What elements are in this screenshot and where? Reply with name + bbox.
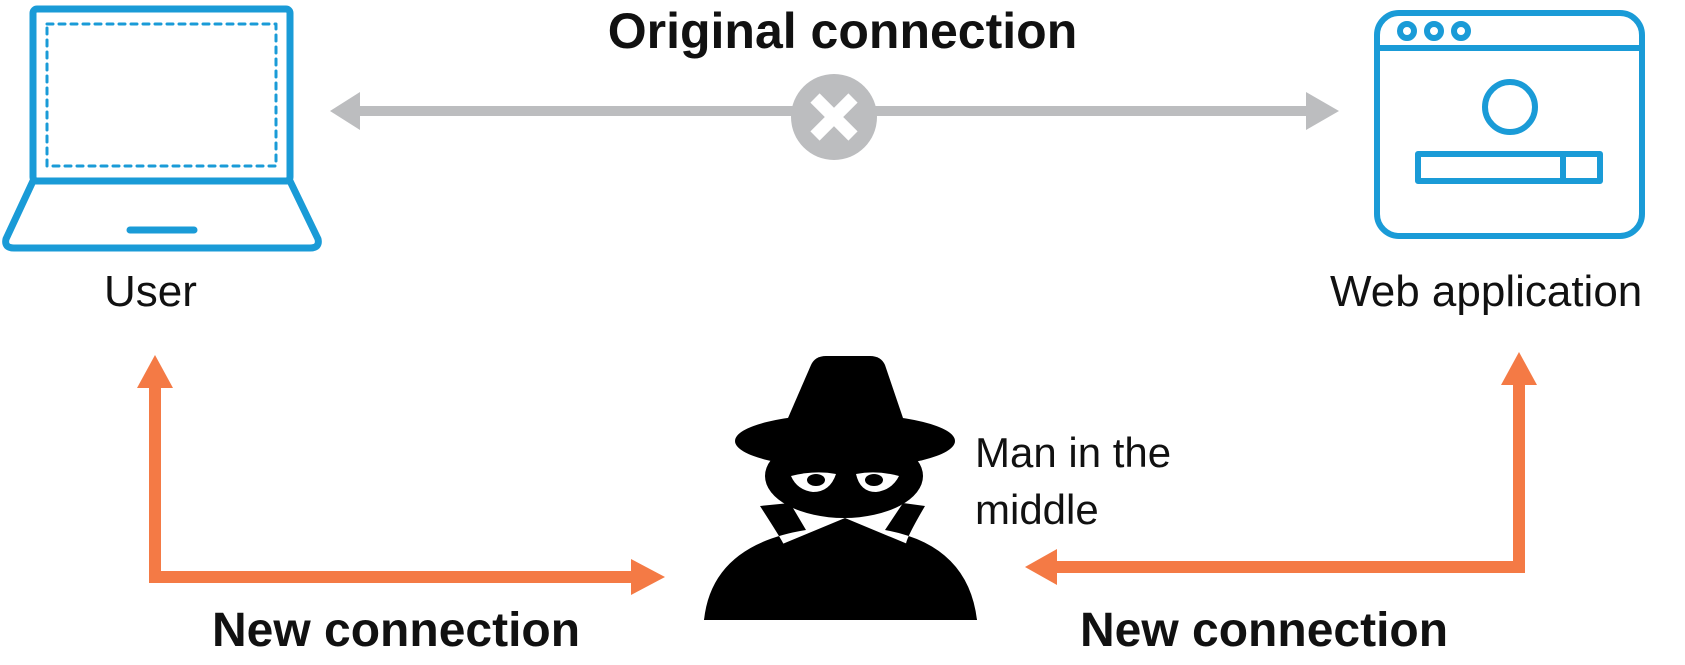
laptop-icon <box>2 5 322 252</box>
spy-icon <box>704 356 977 620</box>
new-connection-right-label: New connection <box>1080 604 1449 657</box>
new-connection-right-arrow <box>1025 352 1537 585</box>
new-connection-left-label: New connection <box>212 604 581 657</box>
man-in-the-middle-label: Man in the middle <box>975 429 1172 533</box>
browser-window-icon <box>1374 10 1645 239</box>
web-application-label: Web application <box>1330 267 1643 316</box>
original-connection-title: Original connection <box>607 3 1078 59</box>
user-label: User <box>104 267 197 316</box>
new-connection-left-arrow <box>137 355 665 595</box>
blocked-x-icon <box>791 74 877 160</box>
